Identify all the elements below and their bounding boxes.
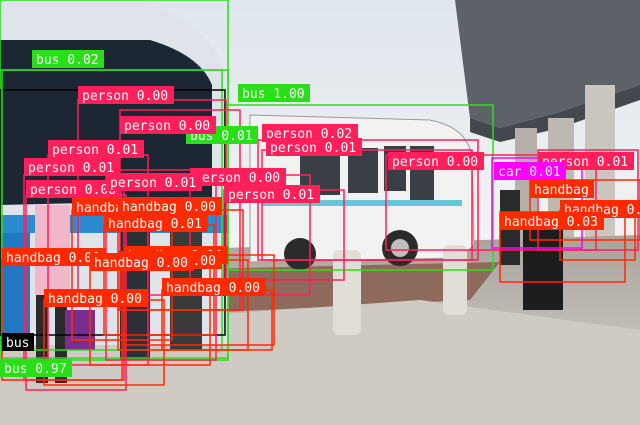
shuttle-bus: [249, 114, 475, 270]
